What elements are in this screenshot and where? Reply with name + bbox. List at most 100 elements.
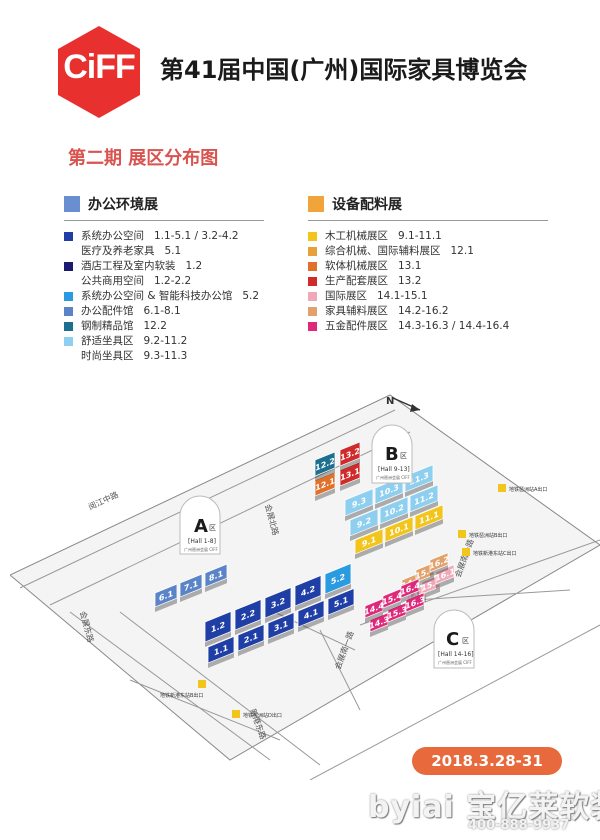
metro-icon xyxy=(498,484,506,492)
metro-exit-xingang-c: 地铁新港东站C出口 xyxy=(462,548,517,557)
zone-c-suffix: 区 xyxy=(462,637,469,645)
legend-item-name: 酒店工程及室内软装 xyxy=(81,260,176,272)
metro-exit-pazhou-d: 地铁琶洲站D出口 xyxy=(232,710,282,719)
zone-a-marker: A 区 [Hall 1-8] 广州琶洲会展 CIFF xyxy=(179,495,221,555)
legend-item-code: 14.2-16.2 xyxy=(398,305,449,317)
logo-hexagon xyxy=(58,26,140,118)
watermark-phone: 400-888-9937 xyxy=(468,818,570,833)
legend-item-code: 1.2-2.2 xyxy=(154,275,192,287)
hall-block: 9.1 xyxy=(354,528,384,559)
svg-text:地铁琶洲站A出口: 地铁琶洲站A出口 xyxy=(509,486,547,493)
legend-swatch xyxy=(64,292,73,301)
site-outline xyxy=(10,394,600,761)
legend-item-code: 9.3-11.3 xyxy=(143,350,188,362)
zone-a-sub: 广州琶洲会展 CIFF xyxy=(184,546,219,552)
legend-item-code: 12.1 xyxy=(450,245,474,257)
hall-block: 8.1 xyxy=(204,563,228,592)
legend-equip-swatch xyxy=(308,196,324,212)
hall-block: 10.1 xyxy=(384,516,414,547)
zone-b-hall: [Hall 9-13] xyxy=(378,466,410,473)
hall-block: 11.1 xyxy=(414,504,444,535)
zone-c-marker: C 区 [Hall 14-16] 广州琶洲会展 CIFF xyxy=(433,609,475,669)
hall-block: 9.2 xyxy=(349,508,379,541)
legend-item-code: 9.1-11.1 xyxy=(398,230,442,242)
zone-a-hall: [Hall 1-8] xyxy=(188,538,216,545)
legend-office-item: 公共商用空间 1.2-2.2 xyxy=(64,274,264,289)
legend-item-name: 钢制精品馆 xyxy=(81,320,134,332)
hall-block: 16.1 xyxy=(435,564,455,589)
legend-office-item: 舒适坐具区 9.2-11.2 xyxy=(64,334,264,349)
logo-text: CiFF xyxy=(63,48,136,86)
svg-text:地铁琶洲站D出口: 地铁琶洲站D出口 xyxy=(243,712,282,719)
zone-b-letter: B xyxy=(385,444,399,465)
hall-block: 5.2 xyxy=(324,562,352,599)
hall-block: 10.2 xyxy=(379,496,409,529)
legend-office-swatch xyxy=(64,196,80,212)
legend-item-code: 9.2-11.2 xyxy=(143,335,188,347)
legend-office-header: 办公环境展 xyxy=(64,194,264,214)
hall-block: 11.2 xyxy=(409,484,439,517)
svg-text:地铁新港东站B出口: 地铁新港东站B出口 xyxy=(160,692,203,699)
zone-a-halls: 1.12.13.14.15.11.22.23.24.25.26.17.18.1 xyxy=(154,562,355,668)
page-title: 第41届中国(广州)国际家具博览会 xyxy=(160,56,528,84)
hall-block: 12.1 xyxy=(314,471,336,501)
legend-swatch xyxy=(308,232,317,241)
legend-swatch xyxy=(64,247,73,256)
metro-icon xyxy=(232,710,240,718)
legend-office-item: 时尚坐具区 9.3-11.3 xyxy=(64,349,264,364)
legend-swatch xyxy=(308,292,317,301)
hall-block: 3.1 xyxy=(267,611,295,644)
legend-item-name: 国际展区 xyxy=(325,290,367,302)
hall-block: 6.1 xyxy=(154,583,178,612)
hall-block: 15.3 xyxy=(387,602,407,627)
legend-swatch xyxy=(64,307,73,316)
legend-swatch xyxy=(64,277,73,286)
legend-item-name: 软体机械展区 xyxy=(325,260,388,272)
hall-block: 9.3 xyxy=(344,488,374,521)
legend-swatch xyxy=(308,322,317,331)
legend-item-code: 6.1-8.1 xyxy=(143,305,181,317)
zone-a-letter: A xyxy=(194,516,208,537)
page-subtitle: 第二期 展区分布图 xyxy=(68,148,219,169)
hall-block: 14.3 xyxy=(369,612,389,637)
hall-block: 5.1 xyxy=(327,587,355,620)
legend-swatch xyxy=(64,262,73,271)
legend-item-name: 公共商用空间 xyxy=(81,275,144,287)
zone-c-halls: 14.115.116.114.215.216.214.315.316.314.4… xyxy=(364,552,455,637)
legend-swatch xyxy=(308,247,317,256)
legend-item-code: 5.1 xyxy=(164,245,182,257)
zone-b-marker: B 区 [Hall 9-13] 广州琶洲会展 CIFF xyxy=(371,424,413,484)
ciff-logo xyxy=(58,26,140,118)
legend-item-name: 舒适坐具区 xyxy=(81,335,134,347)
hall-block: 11.3 xyxy=(404,464,434,497)
hall-block: 13.1 xyxy=(339,461,361,491)
hall-block: 7.1 xyxy=(179,573,203,602)
hall-block: 1.2 xyxy=(204,610,232,647)
legend-swatch xyxy=(308,307,317,316)
legend-equip-divider xyxy=(308,220,548,221)
svg-text:地铁新港东站C出口: 地铁新港东站C出口 xyxy=(473,550,517,557)
hall-block: 16.3 xyxy=(405,592,425,617)
legend-item-name: 时尚坐具区 xyxy=(81,350,134,362)
legend-swatch xyxy=(64,352,73,361)
hall-block: 1.1 xyxy=(207,635,235,668)
legend-swatch xyxy=(308,262,317,271)
hall-block: 16.4 xyxy=(400,578,420,603)
legend-office-title: 办公环境展 xyxy=(88,197,158,213)
watermark-brand: byiai 宝亿莱软装 xyxy=(368,790,600,825)
legend-item-code: 13.1 xyxy=(398,260,422,272)
legend-swatch xyxy=(64,232,73,241)
metro-exit-pazhou-b: 地铁琶洲站B出口 xyxy=(458,530,507,539)
metro-icon xyxy=(458,530,466,538)
